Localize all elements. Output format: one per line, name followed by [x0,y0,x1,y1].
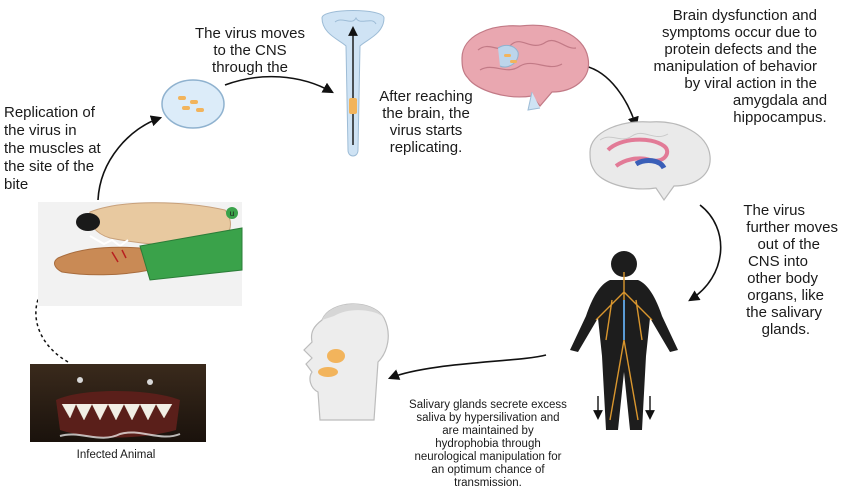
step-text-brain-dysfunction: Brain dysfunction and symptoms occur due… [654,7,828,126]
arrow-brain-to-dysfunction [584,65,639,129]
text-line: the site of the [4,158,94,175]
text-line: manipulation of behavior [654,58,817,75]
step-text-salivary-glands: Salivary glands secrete excess saliva by… [409,399,567,489]
text-line: organs, like [747,287,824,304]
virus-replication-cell [161,79,225,129]
text-line: virus starts [390,122,463,139]
step-text-moves-to-cns: The virus moves to the CNS through the [195,25,305,76]
step-text-replication-muscles: Replication of the virus in the muscles … [4,104,102,193]
text-line: the muscles at [4,140,102,157]
human-body-illustration [570,251,678,430]
text-line: hydrophobia through [435,438,541,450]
flow-arrows [35,65,722,380]
text-line: The virus [743,202,805,219]
text-line: an optimum chance of [431,464,545,476]
text-line: Replication of [4,104,96,121]
text-line: to the CNS [213,42,286,59]
app-badge-icon [226,207,238,219]
text-line: Brain dysfunction and [673,7,817,24]
text-line: the virus in [4,122,77,139]
brain-sagittal-illustration [589,121,711,202]
text-line: saliva by hypersilivation and [416,412,559,424]
text-line: Salivary glands secrete excess [409,399,567,411]
arrow-dysfunction-to-body [688,204,722,302]
text-line: out of the [757,236,820,253]
bite-scene-illustration: u [38,202,243,306]
app-badge-letter: u [230,209,234,218]
text-line: the brain, the [382,105,470,122]
text-line: hippocampus. [733,109,826,126]
arrow-body-to-salivary [387,354,547,380]
infected-animal-photo [30,364,206,442]
text-line: through the [212,59,288,76]
text-line: are maintained by [442,425,534,437]
arrow-animal-to-bite [35,280,69,363]
text-line: The virus moves [195,25,305,42]
text-line: After reaching [379,88,472,105]
text-line: transmission. [454,477,522,489]
spinal-cord-illustration [321,10,385,157]
human-head-illustration [303,303,389,421]
arrow-muscle-to-cns [224,75,334,94]
text-line: by viral action in the [684,75,817,92]
text-line: amygdala and [733,92,827,109]
text-line: neurological manipulation for [414,451,561,463]
step-text-moves-out-cns: The virus further moves out of the CNS i… [743,202,838,338]
step-text-brain-replicating: After reaching the brain, the virus star… [379,88,472,156]
text-line: symptoms occur due to [662,24,817,41]
text-line: other body [747,270,818,287]
text-line: CNS into [748,253,808,270]
text-line: the salivary [746,304,822,321]
text-line: protein defects and the [664,41,817,58]
text-line: further moves [746,219,838,236]
text-line: replicating. [390,139,463,156]
infected-animal-label: Infected Animal [77,449,156,461]
arrow-bite-to-muscle [97,115,163,201]
text-line: bite [4,176,28,193]
brain-illustration [461,24,590,111]
text-line: glands. [762,321,810,338]
